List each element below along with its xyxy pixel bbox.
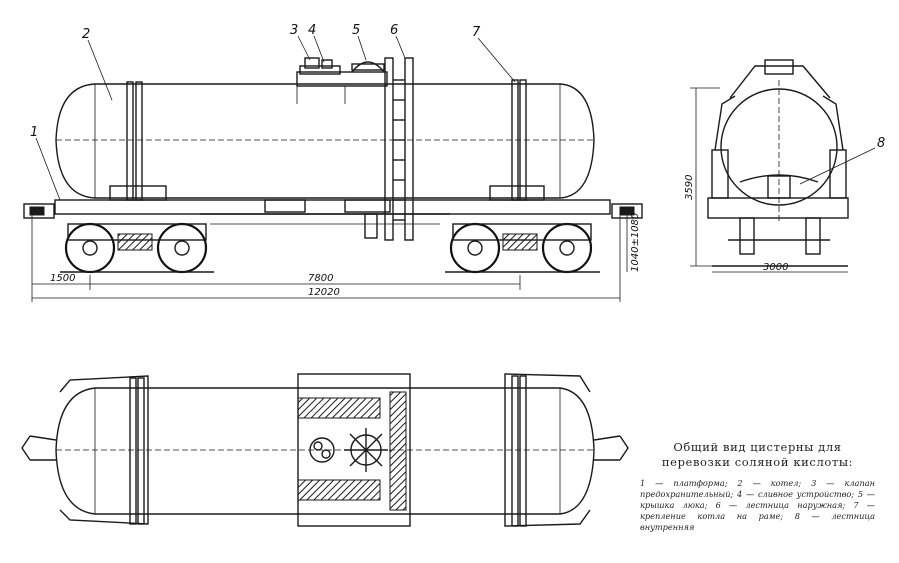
figure-caption: Общий вид цистерны для перевозки соляной… bbox=[640, 440, 875, 533]
callout-3: 3 bbox=[290, 23, 298, 38]
bogie-left bbox=[60, 222, 214, 274]
caption-title-line2: перевозки соляной кислоты: bbox=[661, 455, 854, 469]
caption-legend: 1 — платформа; 2 — котел; 3 — клапан пре… bbox=[640, 478, 875, 532]
caption-title-line1: Общий вид цистерны для bbox=[673, 440, 842, 454]
callout-8: 8 bbox=[877, 136, 885, 151]
callout-1: 1 bbox=[30, 125, 38, 140]
dim-height: 3590 bbox=[684, 175, 695, 200]
external-ladder bbox=[384, 57, 414, 241]
bogie-right bbox=[445, 222, 600, 274]
top-view bbox=[21, 373, 629, 527]
side-dimensions bbox=[31, 210, 628, 302]
callout-6: 6 bbox=[390, 23, 398, 38]
callout-7: 7 bbox=[472, 25, 481, 40]
dim-width: 3000 bbox=[763, 262, 788, 273]
couplers-side bbox=[23, 203, 643, 219]
tank-boiler-side bbox=[55, 83, 595, 199]
callout-4: 4 bbox=[308, 23, 316, 38]
side-view bbox=[23, 57, 643, 302]
platform-frame bbox=[54, 185, 611, 239]
top-fittings bbox=[296, 57, 388, 104]
end-view bbox=[690, 59, 849, 273]
dim-bogie-offset: 1500 bbox=[50, 273, 75, 284]
dim-overall-length: 12020 bbox=[308, 287, 340, 298]
caption-title: Общий вид цистерны для перевозки соляной… bbox=[640, 440, 875, 470]
callout-2: 2 bbox=[82, 27, 90, 42]
dim-bogie-base: 7800 bbox=[308, 273, 333, 284]
callout-leaders bbox=[35, 35, 876, 201]
dim-coupler-height: 1040±1080 bbox=[630, 213, 641, 272]
callout-5: 5 bbox=[352, 23, 360, 38]
